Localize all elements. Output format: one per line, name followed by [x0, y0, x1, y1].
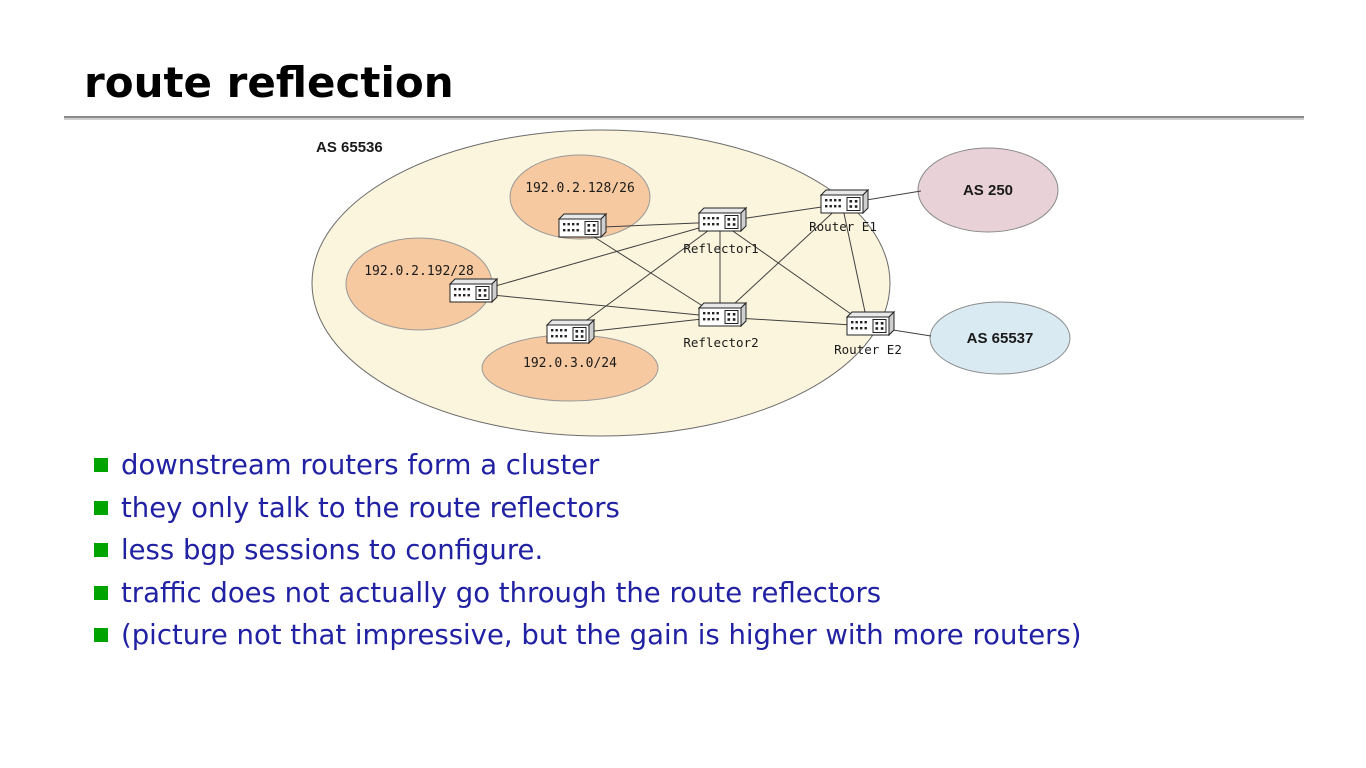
router-icon-cluster2 — [449, 278, 498, 303]
prefix2-label: 192.0.2.192/28 — [364, 264, 474, 279]
router-icon-cluster1 — [558, 213, 607, 238]
bullet-square-icon — [94, 500, 108, 515]
as65537-ellipse — [929, 301, 1071, 375]
bullet-square-icon — [94, 543, 108, 558]
bullet-text: they only talk to the route reflectors — [121, 491, 620, 524]
prefix3-label: 192.0.3.0/24 — [523, 356, 617, 371]
reflector1-label: Reflector1 — [683, 241, 758, 256]
router-icon-e1 — [820, 189, 869, 214]
bullet-text: traffic does not actually go through the… — [121, 576, 882, 609]
bullet-square-icon — [94, 628, 108, 643]
topology-links — [470, 190, 932, 337]
as65536-ellipse — [311, 129, 891, 437]
bullet-text: less bgp sessions to configure. — [121, 534, 544, 567]
bullet-item: they only talk to the route reflectors — [94, 487, 1081, 530]
as65536-label: AS 65536 — [316, 139, 383, 156]
page-title: route reflection — [84, 58, 454, 107]
as65537-label: AS 65537 — [967, 330, 1034, 347]
title-divider — [64, 116, 1304, 118]
router-e1-label: Router E1 — [809, 219, 877, 234]
bullet-item: (picture not that impressive, but the ga… — [94, 614, 1081, 657]
prefix1-label: 192.0.2.128/26 — [525, 181, 635, 196]
bullet-square-icon — [94, 585, 108, 600]
router-icon-reflector2 — [698, 302, 747, 327]
router-icon-e2 — [846, 311, 895, 336]
as250-ellipse — [917, 147, 1059, 233]
router-e2-label: Router E2 — [834, 342, 902, 357]
bullet-item: downstream routers form a cluster — [94, 444, 1081, 487]
bullet-text: downstream routers form a cluster — [121, 449, 600, 482]
bullet-text: (picture not that impressive, but the ga… — [121, 619, 1082, 652]
reflector2-label: Reflector2 — [683, 335, 758, 350]
bullet-item: traffic does not actually go through the… — [94, 572, 1081, 615]
bullet-square-icon — [94, 458, 108, 473]
router-icon-reflector1 — [698, 207, 747, 232]
router-icon-cluster3 — [546, 319, 595, 344]
as250-label: AS 250 — [963, 182, 1013, 199]
bullet-item: less bgp sessions to configure. — [94, 529, 1081, 572]
prefix1-ellipse — [509, 154, 651, 240]
bullet-list: downstream routers form a cluster they o… — [94, 444, 1081, 657]
